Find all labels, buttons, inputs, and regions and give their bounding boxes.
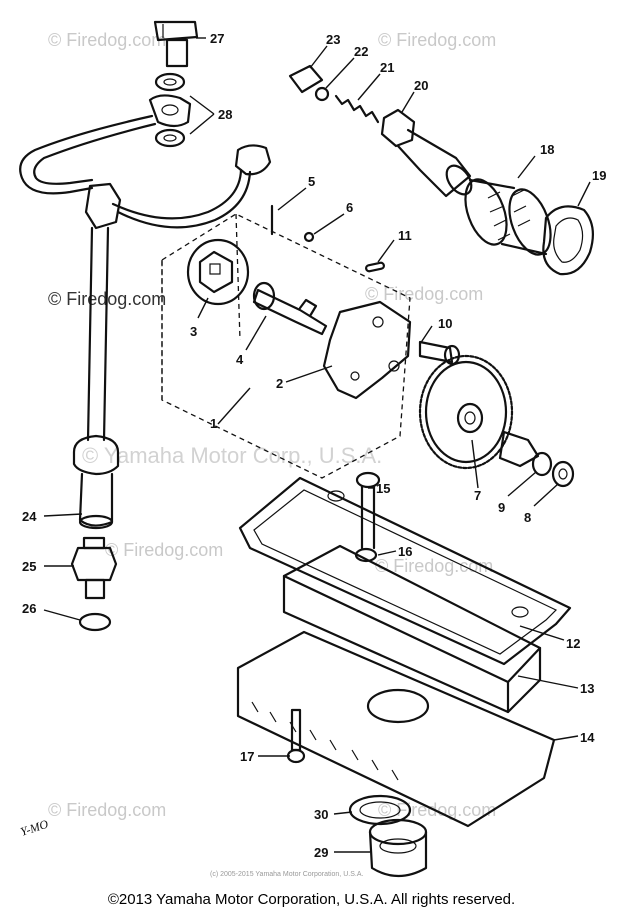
- callout-label: 21: [380, 60, 394, 75]
- callout-label: 10: [438, 316, 452, 331]
- callout-label: 29: [314, 845, 328, 860]
- pump-assembly-outline: [161, 213, 411, 479]
- callout-label: 12: [566, 636, 580, 651]
- callout-label: 8: [524, 510, 531, 525]
- callout-labels: 1 2 3 4 5 6 7 8 9 10 11 12 13 14 15 16 1…: [22, 31, 606, 860]
- watermark: © Firedog.com: [378, 30, 496, 50]
- callout-label: 20: [414, 78, 428, 93]
- part-21-spring: [334, 94, 380, 124]
- part-28-gaskets: [154, 72, 186, 148]
- watermark: © Firedog.com: [105, 540, 223, 560]
- part-24-pipe-fitting: [78, 472, 114, 530]
- part-22-ball: [314, 86, 330, 102]
- callout-label: 2: [276, 376, 283, 391]
- leader-lines: [43, 37, 591, 853]
- callout-label: 23: [326, 32, 340, 47]
- callout-label: 18: [540, 142, 554, 157]
- part-10-screw: [418, 340, 461, 366]
- part-9-washer: [531, 451, 553, 477]
- watermark-layer: © Firedog.com © Firedog.com © Firedog.co…: [48, 30, 496, 820]
- part-18-oil-filter: [464, 178, 552, 256]
- callout-label: 13: [580, 681, 594, 696]
- part-17-bolt: [286, 708, 306, 764]
- part-12-gasket: [238, 476, 572, 666]
- oil-delivery-pipe: [19, 94, 272, 476]
- part-19-o-ring: [542, 205, 595, 276]
- part-2-pump-housing: [322, 300, 412, 400]
- part-25-plug: [70, 536, 118, 600]
- part-26-o-ring: [78, 612, 112, 632]
- part-11-pin: [365, 261, 385, 273]
- part-6-ball: [303, 231, 315, 243]
- part-27-union-bolt: [153, 20, 199, 68]
- part-4-shaft: [252, 281, 328, 336]
- callout-label: 16: [398, 544, 412, 559]
- callout-label: 19: [592, 168, 606, 183]
- part-20-relief-valve: [380, 108, 473, 198]
- part-8-nut: [551, 460, 575, 488]
- part-14-cover: [236, 630, 556, 828]
- callout-label: 24: [22, 509, 37, 524]
- watermark: © Firedog.com: [48, 30, 166, 50]
- callout-label: 25: [22, 559, 36, 574]
- watermark: © Firedog.com: [375, 556, 493, 576]
- illustrator-signature: Y-MO: [19, 817, 51, 839]
- part-30-o-ring: [348, 794, 412, 826]
- callout-label: 5: [308, 174, 315, 189]
- watermark: © Firedog.com: [365, 284, 483, 304]
- callout-label: 22: [354, 44, 368, 59]
- callout-label: 28: [218, 107, 232, 122]
- part-3-rotor: [186, 238, 250, 306]
- callout-label: 15: [376, 481, 390, 496]
- gear-boss: [498, 430, 540, 468]
- callout-label: 4: [236, 352, 244, 367]
- part-13-strainer: [282, 544, 542, 714]
- callout-label: 7: [474, 488, 481, 503]
- part-23-cap: [288, 64, 324, 94]
- callout-label: 3: [190, 324, 197, 339]
- callout-label: 30: [314, 807, 328, 822]
- callout-label: 1: [210, 416, 217, 431]
- callout-label: 27: [210, 31, 224, 46]
- callout-label: 9: [498, 500, 505, 515]
- part-7-gear: [418, 354, 514, 470]
- part-29-drain-plug: [368, 818, 428, 878]
- fine-print: (c) 2005-2015 Yamaha Motor Corporation, …: [210, 871, 363, 878]
- callout-label: 17: [240, 749, 254, 764]
- watermark: © Firedog.com: [378, 800, 496, 820]
- callout-label: 14: [580, 730, 595, 745]
- callout-label: 11: [398, 228, 412, 243]
- copyright-notice: ©2013 Yamaha Motor Corporation, U.S.A. A…: [107, 891, 516, 908]
- callout-label: 6: [346, 200, 353, 215]
- watermark: © Firedog.com: [48, 800, 166, 820]
- callout-label: 26: [22, 601, 36, 616]
- watermark-main: © Yamaha Motor Corp., U.S.A.: [82, 443, 382, 468]
